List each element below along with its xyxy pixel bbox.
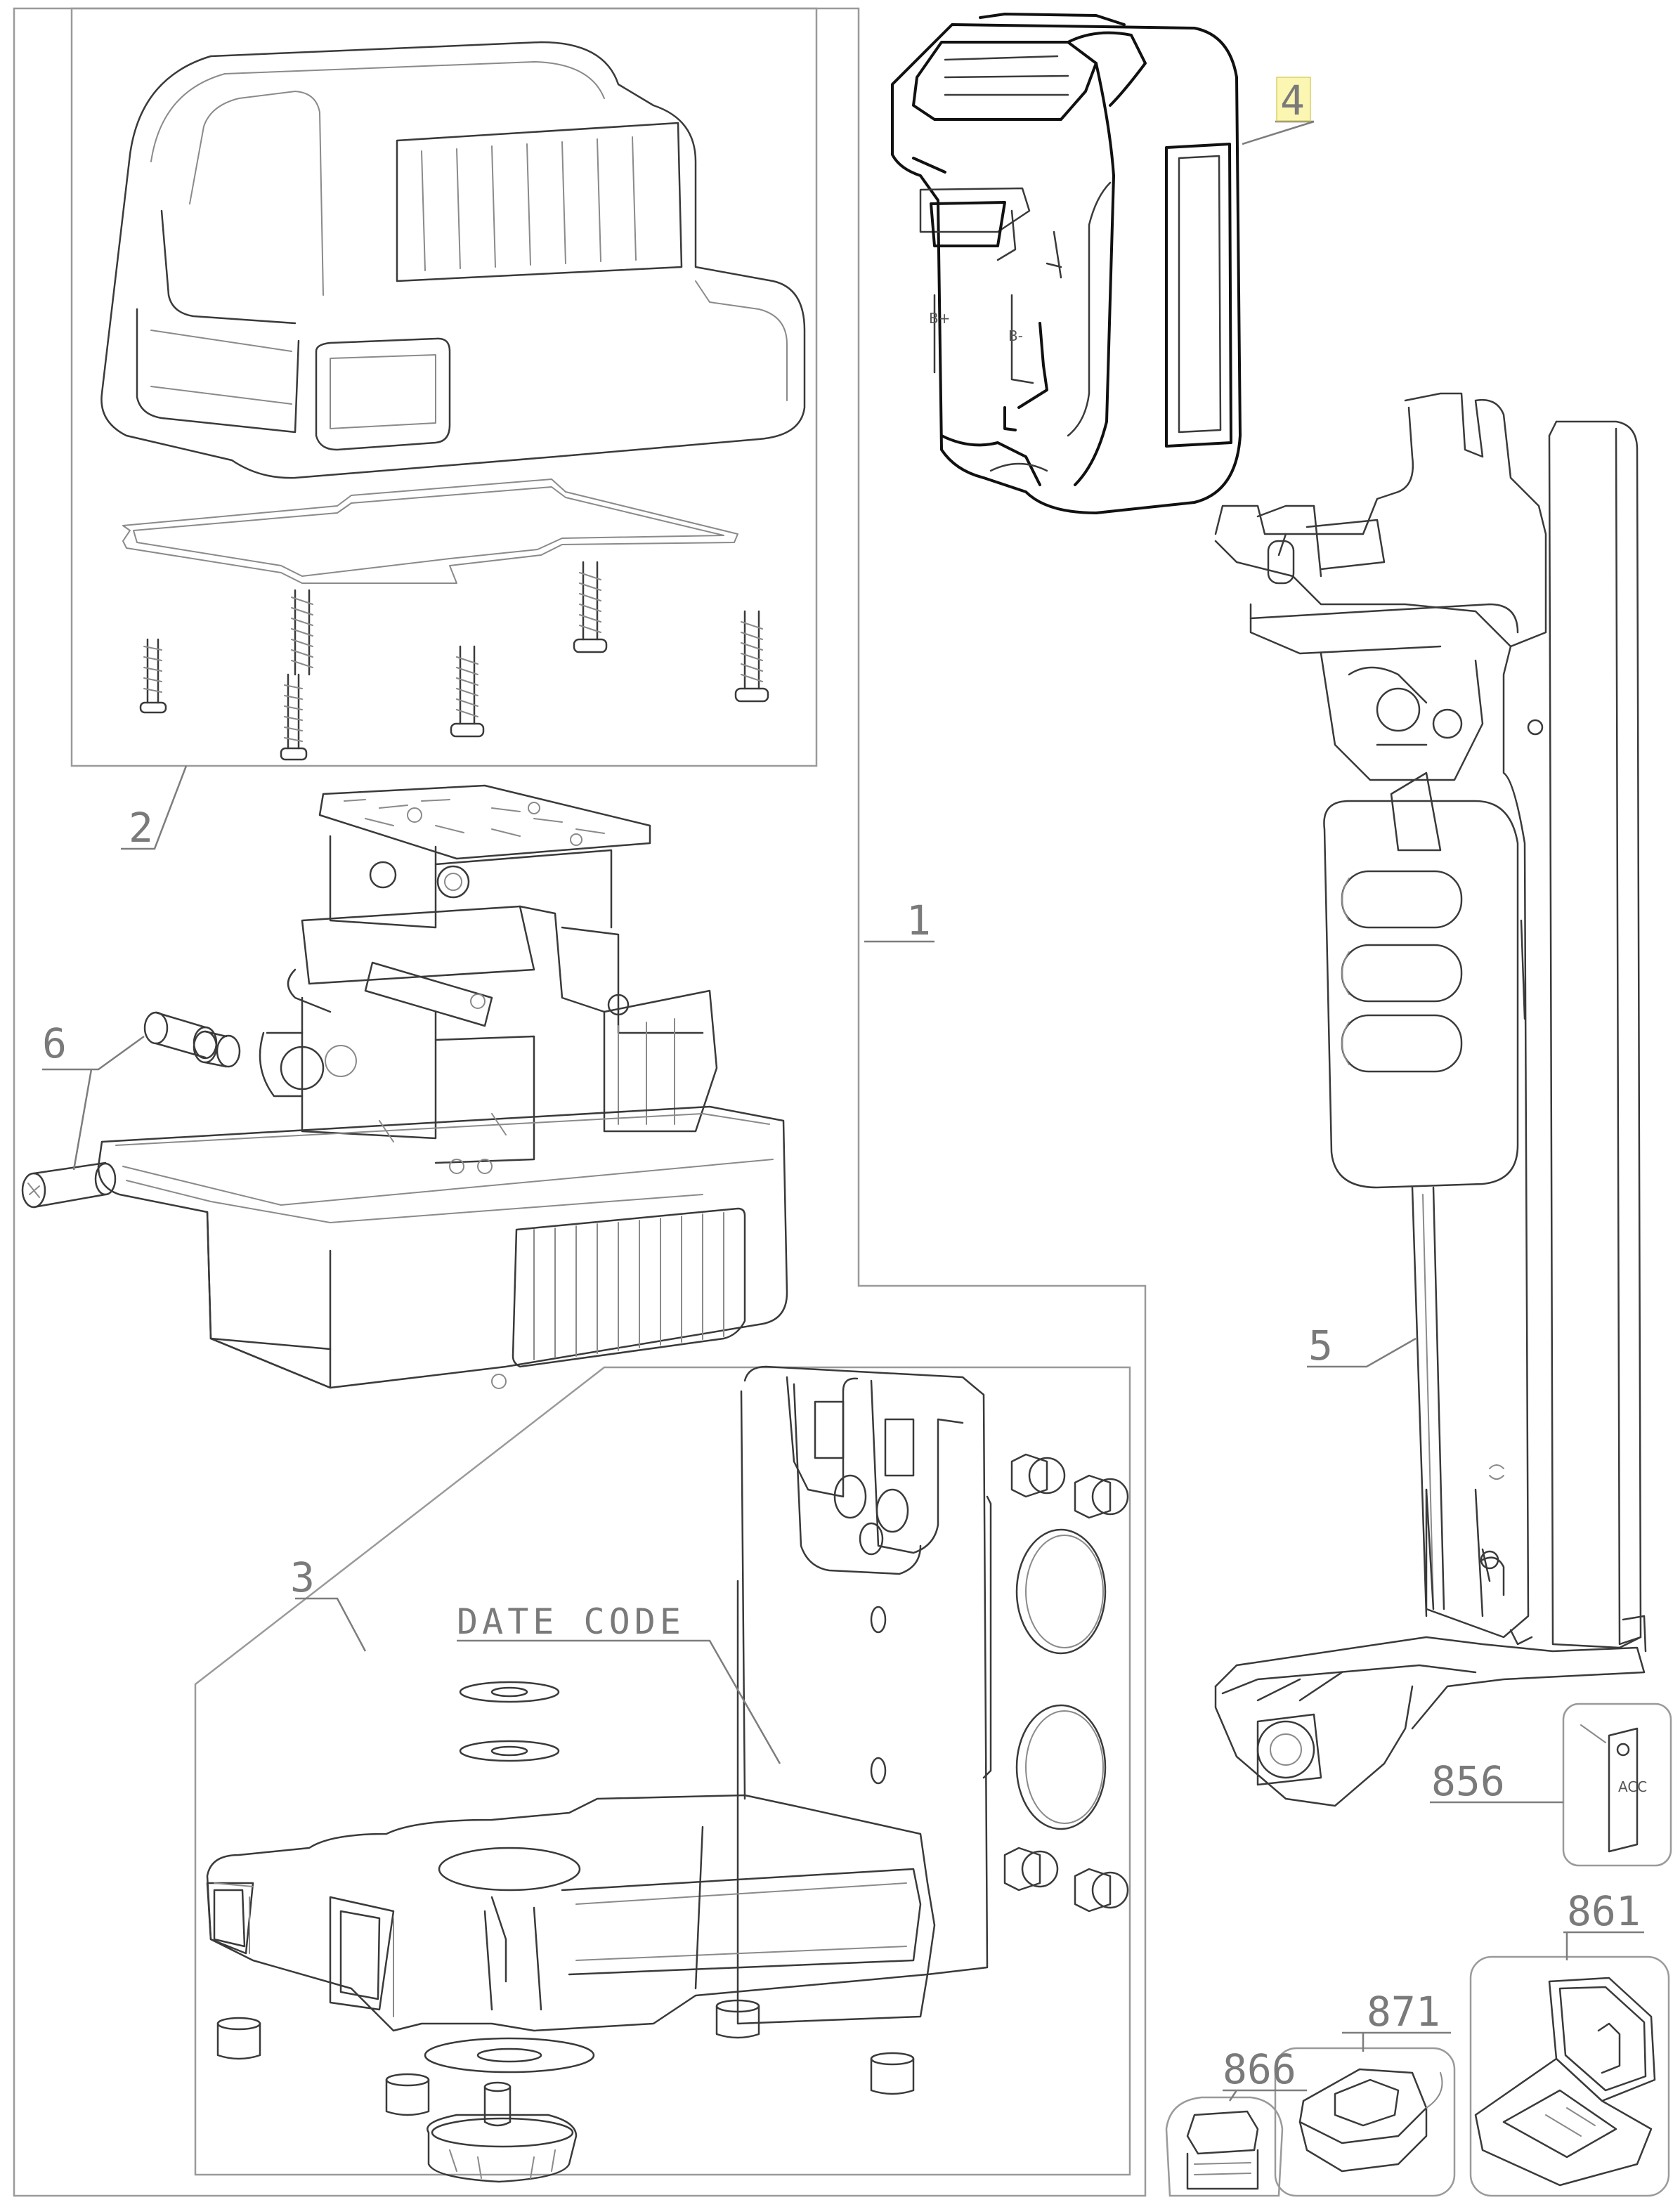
callout-2: 2: [129, 804, 153, 852]
mount-washers: [459, 1681, 560, 1762]
date-code-label: DATE CODE: [457, 1601, 685, 1642]
callout-866: 866: [1223, 2045, 1296, 2093]
housing-gasket: [122, 478, 738, 584]
assembly-1-outline: [13, 7, 1147, 2197]
battery-terminal-minus: B-: [1008, 327, 1023, 344]
leader-lines: [42, 120, 1644, 2102]
base-housing: [97, 1105, 788, 1389]
callout-1: 1: [906, 897, 931, 944]
assembly-3-frame: [194, 1366, 1131, 2176]
accessory-tag-letter-a: ACC: [1618, 1778, 1647, 1795]
callout-4: 4: [1280, 77, 1305, 124]
battery-terminal-plus: B+: [929, 310, 950, 327]
housing-screws: [139, 561, 769, 761]
callout-861: 861: [1567, 1887, 1641, 1935]
callout-5: 5: [1308, 1322, 1333, 1369]
magnets-part-6: [21, 1011, 241, 1209]
battery-866: [1165, 2096, 1284, 2197]
callout-6: 6: [42, 1020, 67, 1067]
base-bumpers: [216, 1999, 915, 2116]
laser-housing-cover: [100, 41, 806, 479]
rotating-base: [206, 1794, 936, 2032]
accessory-case-861: [1469, 1955, 1670, 2197]
center-washer-and-knob: [424, 2037, 595, 2183]
callout-4-highlight: [1276, 77, 1311, 122]
callout-3: 3: [290, 1554, 315, 1601]
wall-bracket: [1214, 392, 1647, 1807]
mount-pins-and-disks: [1003, 1453, 1129, 1913]
magnetic-mount-plate: [736, 1365, 992, 2025]
callout-856: 856: [1431, 1757, 1505, 1805]
assembly-2-frame: [70, 7, 818, 767]
laser-module-block: [259, 835, 718, 1174]
callout-871: 871: [1367, 1988, 1440, 2036]
circuit-board: [318, 784, 651, 860]
charger-871: [1274, 2047, 1456, 2197]
battery-pack: B+ B-: [891, 13, 1242, 514]
accessory-tag-856: ACC: [1562, 1703, 1672, 1867]
